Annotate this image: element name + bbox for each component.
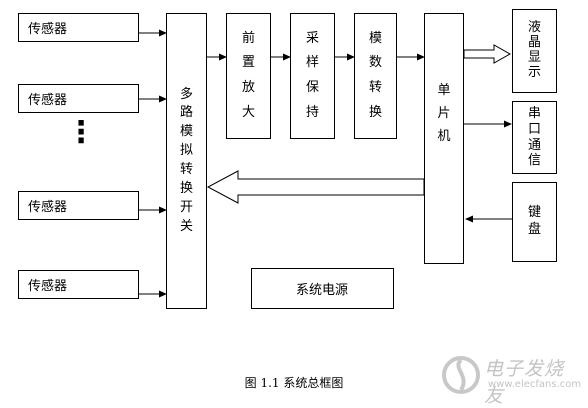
sensor-box-3: 传感器 <box>18 191 139 220</box>
sensor-box-1: 传感器 <box>18 13 139 42</box>
watermark-logo-icon <box>442 356 480 394</box>
sensor-ellipsis: ⋮ <box>66 115 96 150</box>
adc-label: 模数转换 <box>368 30 382 120</box>
preamp-label: 前置放大 <box>241 30 255 120</box>
keyboard-box: 键盘 <box>512 182 557 262</box>
watermark-url: www.elecfans.com <box>488 379 582 390</box>
mcu-label: 单片机 <box>437 83 451 144</box>
sensor-label: 传感器 <box>28 279 68 294</box>
keyboard-label: 键盘 <box>527 205 541 237</box>
sensor-label: 传感器 <box>28 93 68 108</box>
watermark-text: 电子发烧友 <box>484 358 565 407</box>
power-box: 系统电源 <box>251 268 394 309</box>
preamp-box: 前置放大 <box>226 13 271 139</box>
serial-box: 串口通信 <box>512 101 557 174</box>
lcd-label: 液晶显示 <box>527 20 541 80</box>
sensor-label: 传感器 <box>28 22 68 37</box>
mcu-to-mux-arrow <box>206 170 425 204</box>
power-label: 系统电源 <box>296 283 349 298</box>
adc-box: 模数转换 <box>354 13 397 139</box>
sample-hold-box: 采样保持 <box>290 13 335 139</box>
sensor-label: 传感器 <box>28 200 68 215</box>
serial-label: 串口通信 <box>527 106 541 169</box>
sensor-box-4: 传感器 <box>18 270 139 299</box>
figure-caption: 图 1.1 系统总框图 <box>244 376 344 390</box>
lcd-box: 液晶显示 <box>512 9 557 93</box>
mux-box: 多路模拟转换开关 <box>166 13 207 309</box>
mcu-box: 单片机 <box>424 13 464 264</box>
watermark: 电子发烧友 www.elecfans.com <box>440 352 582 407</box>
mux-label: 多路模拟转换开关 <box>179 86 193 234</box>
mcu-to-lcd-arrow <box>463 44 512 64</box>
sample-hold-label: 采样保持 <box>305 30 319 120</box>
sensor-box-2: 传感器 <box>18 84 139 113</box>
